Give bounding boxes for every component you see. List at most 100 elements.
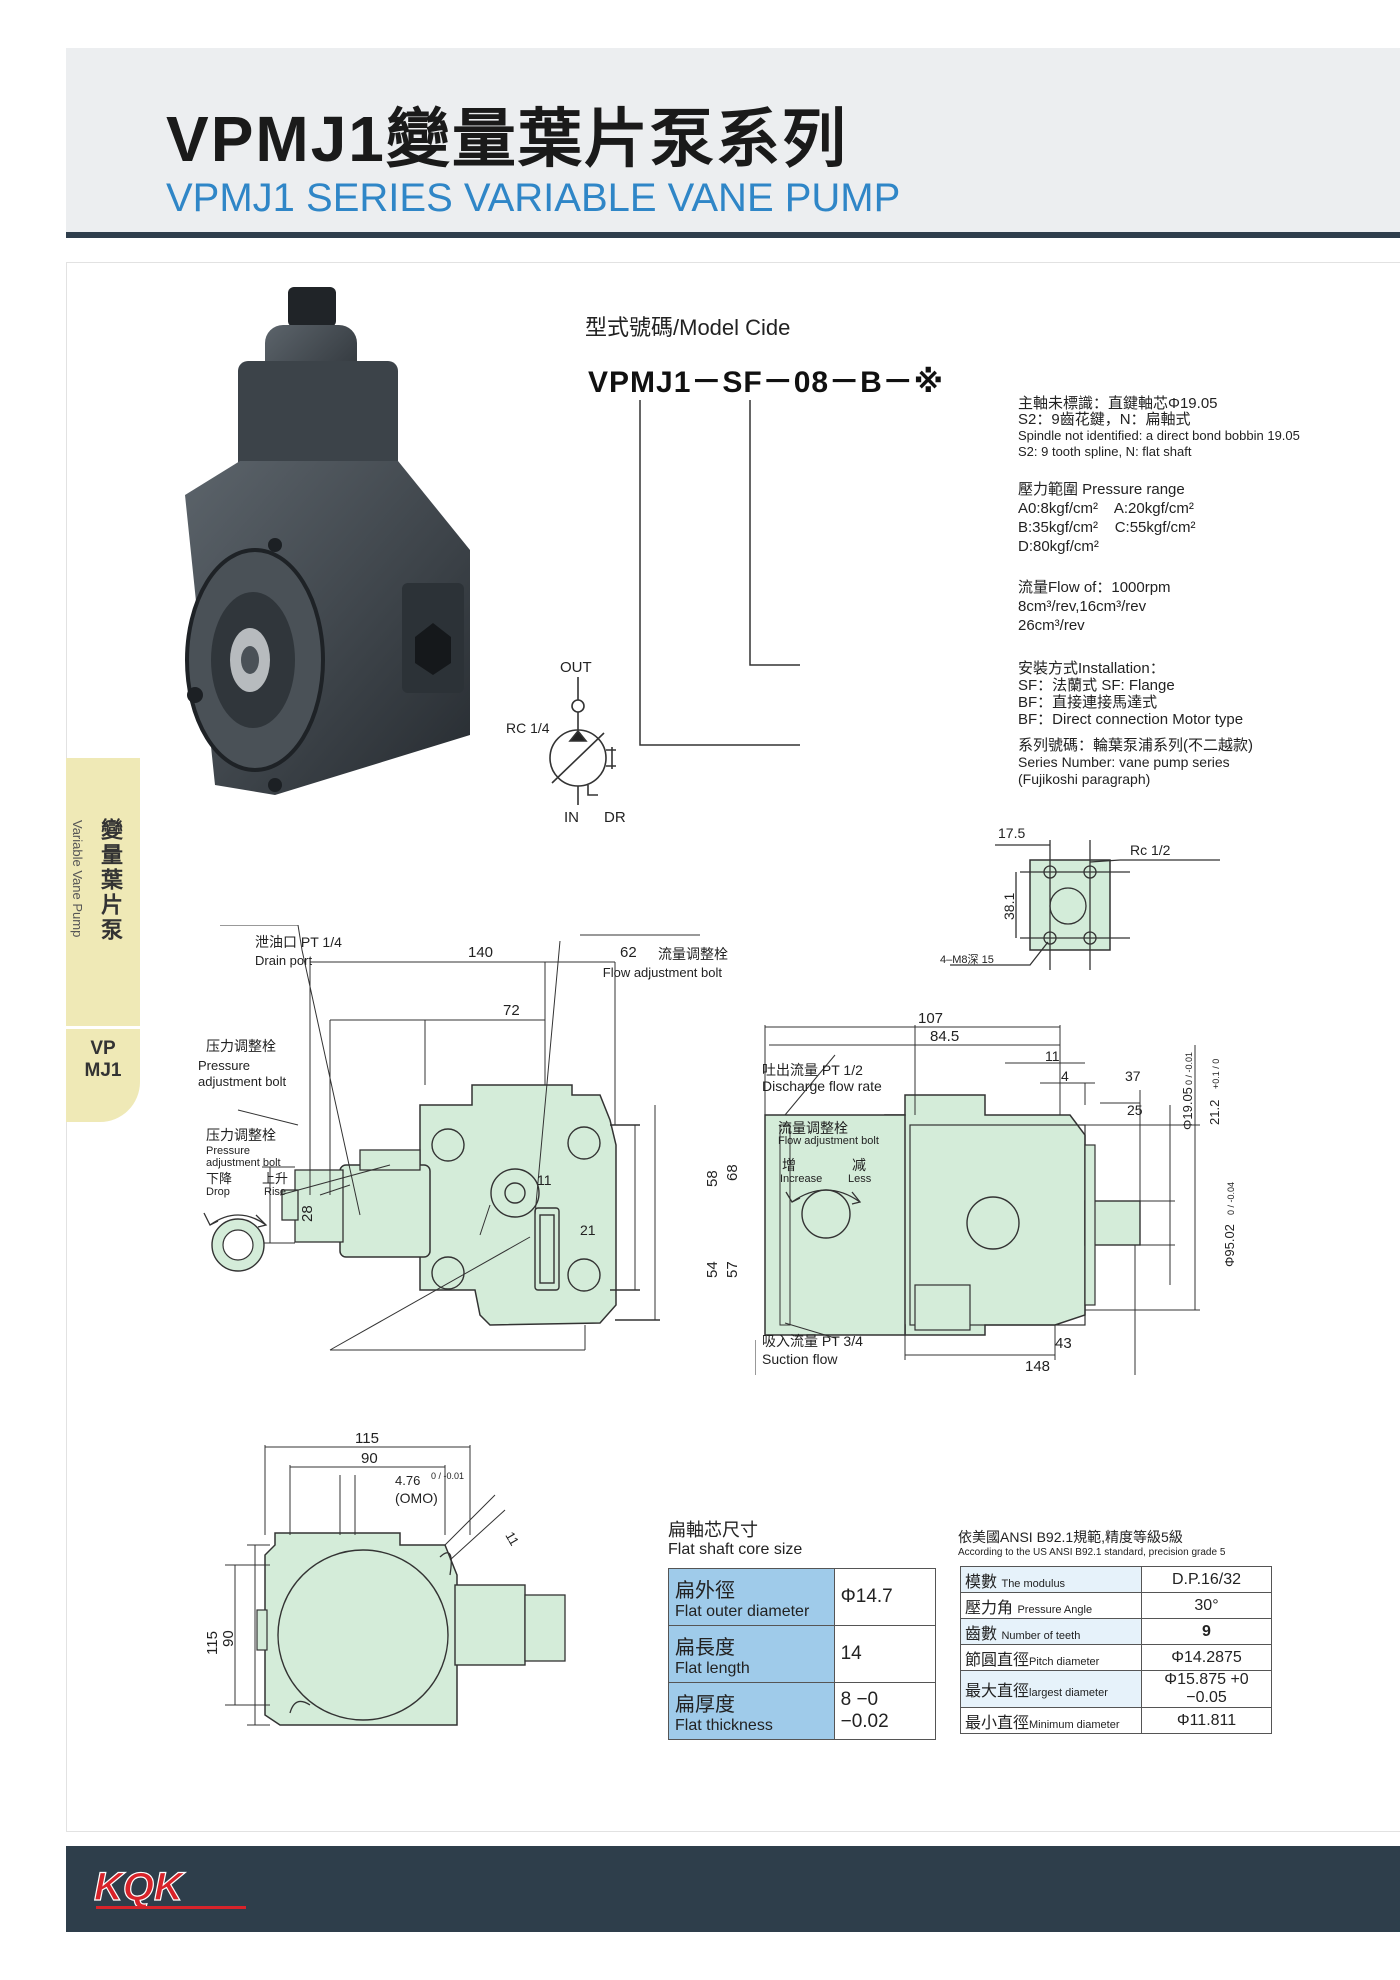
model-code: VPMJ1－SF－08－B－※ (588, 366, 944, 399)
side-view-drawing: 107 84.5 11 4 37 25 Φ19.05 0 / -0.01 21.… (755, 1010, 1237, 1375)
suction-label-en: Suction flow (762, 1351, 838, 1367)
dim-28: 28 (299, 1205, 316, 1222)
symbol-in-label: IN (564, 809, 579, 826)
side-flow-bolt-label: 流量调整栓 Flow adjustment bolt (778, 1121, 879, 1148)
spline-param-zh: 齒數 (965, 1625, 998, 1643)
side-dim-4: 4 (1061, 1068, 1069, 1084)
drain-port-en: Drain port (255, 953, 312, 968)
port-dim-381: 38.1 (1001, 893, 1017, 920)
model-explain-shaft: 主軸未標識：直鍵軸芯Φ19.05 S2：9齒花鍵，N：扁軸式 Spindle n… (1018, 396, 1300, 460)
model-explain-install: 安裝方式Installation： SF：法蘭式 SF: Flange BF：直… (1018, 660, 1243, 728)
pressure-bolt-en1: Pressure (198, 1058, 250, 1073)
dim-68: 68 (724, 1164, 741, 1181)
pump-photo (185, 287, 470, 795)
flat-row-label-zh: 扁長度 (675, 1636, 735, 1659)
side-dim-phi19-tol: 0 / -0.01 (1184, 1052, 1194, 1085)
explain-line: A0:8kgf/cm² A:20kgf/cm² (1018, 500, 1194, 517)
flat-shaft-title-en: Flat shaft core size (668, 1541, 803, 1558)
explain-line: BF：Direct connection Motor type (1018, 711, 1244, 728)
symbol-dr-label: DR (604, 809, 626, 826)
spline-param: 齒數 Number of teeth (960, 1618, 1142, 1645)
dim-140: 140 (468, 944, 493, 961)
spline-param: 最小直徑Minimum diameter (960, 1707, 1142, 1734)
spline-param-zh: 模數 (965, 1573, 998, 1591)
bottom-view-drawing: 115 90 4.76 0 / -0.01 (OMO) 11 115 90 (204, 1430, 566, 1726)
dim-72: 72 (503, 1002, 520, 1019)
port-dim-175: 17.5 (998, 825, 1025, 841)
explain-line: Series Number: vane pump series (1018, 754, 1230, 770)
bottom-dim-h90: 90 (220, 1630, 237, 1647)
explain-line: S2：9齒花鍵，N：扁軸式 (1018, 411, 1191, 428)
spline-param-zh: 節圓直徑 (965, 1651, 1030, 1669)
suction-label: 吸入流量 PT 3/4 Suction flow (762, 1332, 863, 1368)
kqk-logo: KQK (93, 1864, 246, 1910)
spline-param: 最大直徑largest diameter (960, 1670, 1142, 1708)
explain-line: 流量Flow of：1000rpm (1018, 579, 1171, 596)
side-dim-37: 37 (1125, 1068, 1141, 1084)
spline-title: 依美國ANSI B92.1規範,精度等級5級 According to the … (958, 1530, 1225, 1560)
page-title: VPMJ1變量葉片泵系列 (166, 103, 848, 175)
spline-value: 9 (1141, 1618, 1272, 1645)
flat-row-value: 14 (833, 1625, 937, 1683)
flat-row-label-en: Flat outer diameter (675, 1602, 810, 1620)
symbol-rc-label: RC 1/4 (506, 720, 550, 736)
key-width: 4.76 (395, 1473, 420, 1488)
dim-62: 62 (620, 944, 637, 961)
front-view-adjust-bolt (203, 1212, 268, 1272)
dim-11: 11 (537, 1172, 552, 1188)
less-zh: 减 (852, 1157, 866, 1173)
front-view-body (281, 1084, 617, 1326)
spline-param-en: Pressure Angle (1017, 1603, 1093, 1616)
explain-line: (Fujikoshi paragraph) (1018, 771, 1151, 787)
spline-table: 模數 The modulus D.P.16/32 壓力角 Pressure An… (960, 1566, 1272, 1734)
spline-param-en: Number of teeth (1001, 1629, 1081, 1642)
key-width-tol: 0 / -0.01 (431, 1471, 464, 1481)
bottom-dim-h115: 115 (204, 1631, 221, 1655)
dim-58: 58 (704, 1170, 721, 1187)
explain-line: Spindle not identified: a direct bond bo… (1018, 428, 1300, 443)
pressure-bolt2-en1: Pressure (206, 1145, 250, 1157)
spline-value: D.P.16/32 (1141, 1566, 1272, 1593)
spline-param: 壓力角 Pressure Angle (960, 1592, 1142, 1619)
flat-row-label-zh: 扁厚度 (675, 1693, 735, 1716)
spline-param: 節圓直徑Pitch diameter (960, 1644, 1142, 1671)
bottom-dim-90: 90 (361, 1450, 378, 1467)
dim-21: 21 (580, 1222, 596, 1238)
spline-value: Φ11.811 (1141, 1707, 1272, 1734)
spline-param-en: The modulus (1001, 1577, 1066, 1590)
side-tab-divider (66, 1026, 140, 1029)
side-dim-43: 43 (1055, 1335, 1072, 1352)
side-dim-212-tol: +0.1 / 0 (1211, 1059, 1221, 1089)
bottom-view-body (256, 1532, 566, 1726)
pressure-bolt2-en2: adjustment bolt (206, 1157, 281, 1169)
pressure-bolt2-zh: 压力调整栓 (206, 1127, 276, 1143)
flat-shaft-title: 扁軸芯尺寸 Flat shaft core size (668, 1520, 802, 1560)
logo-text: KQK (94, 1865, 186, 1909)
discharge-label: 吐出流量 PT 1/2 Discharge flow rate (762, 1062, 882, 1094)
flat-row-label-en: Flat length (675, 1659, 750, 1677)
explain-line: 主軸未標識：直鍵軸芯Φ19.05 (1018, 395, 1218, 412)
drop-en: Drop (206, 1186, 230, 1198)
front-view-drawing: 泄油口 PT 1/4 Drain port 流量调整栓 Flow adjustm… (198, 925, 741, 1351)
side-dim-212: 21.2 (1207, 1100, 1222, 1125)
flow-bolt-zh: 流量调整栓 (658, 946, 728, 962)
pump-body (185, 287, 470, 795)
drain-port-zh: 泄油口 PT 1/4 (255, 934, 342, 950)
drop-zh: 下降 (206, 1171, 232, 1186)
pressure-bolt-en2: adjustment bolt (198, 1074, 287, 1089)
symbol-out-label: OUT (560, 659, 592, 676)
spline-title-en: According to the US ANSI B92.1 standard,… (958, 1547, 1226, 1558)
dim-57: 57 (724, 1261, 741, 1278)
flow-bolt-en: Flow adjustment bolt (603, 965, 723, 980)
spline-param-zh: 壓力角 (965, 1599, 1014, 1617)
port-bolt-label: 4–M8深 15 (940, 953, 994, 966)
port-rc-label: Rc 1/2 (1130, 842, 1171, 858)
side-tab-code-line2: MJ1 (84, 1060, 122, 1081)
table-row: 壓力角 Pressure Angle 30° (960, 1592, 1272, 1619)
side-tab-title-en: Variable Vane Pump (70, 820, 85, 938)
spline-value: Φ15.875 +0 −0.05 (1141, 1670, 1272, 1708)
spline-param-en: Minimum diameter (1029, 1718, 1120, 1731)
